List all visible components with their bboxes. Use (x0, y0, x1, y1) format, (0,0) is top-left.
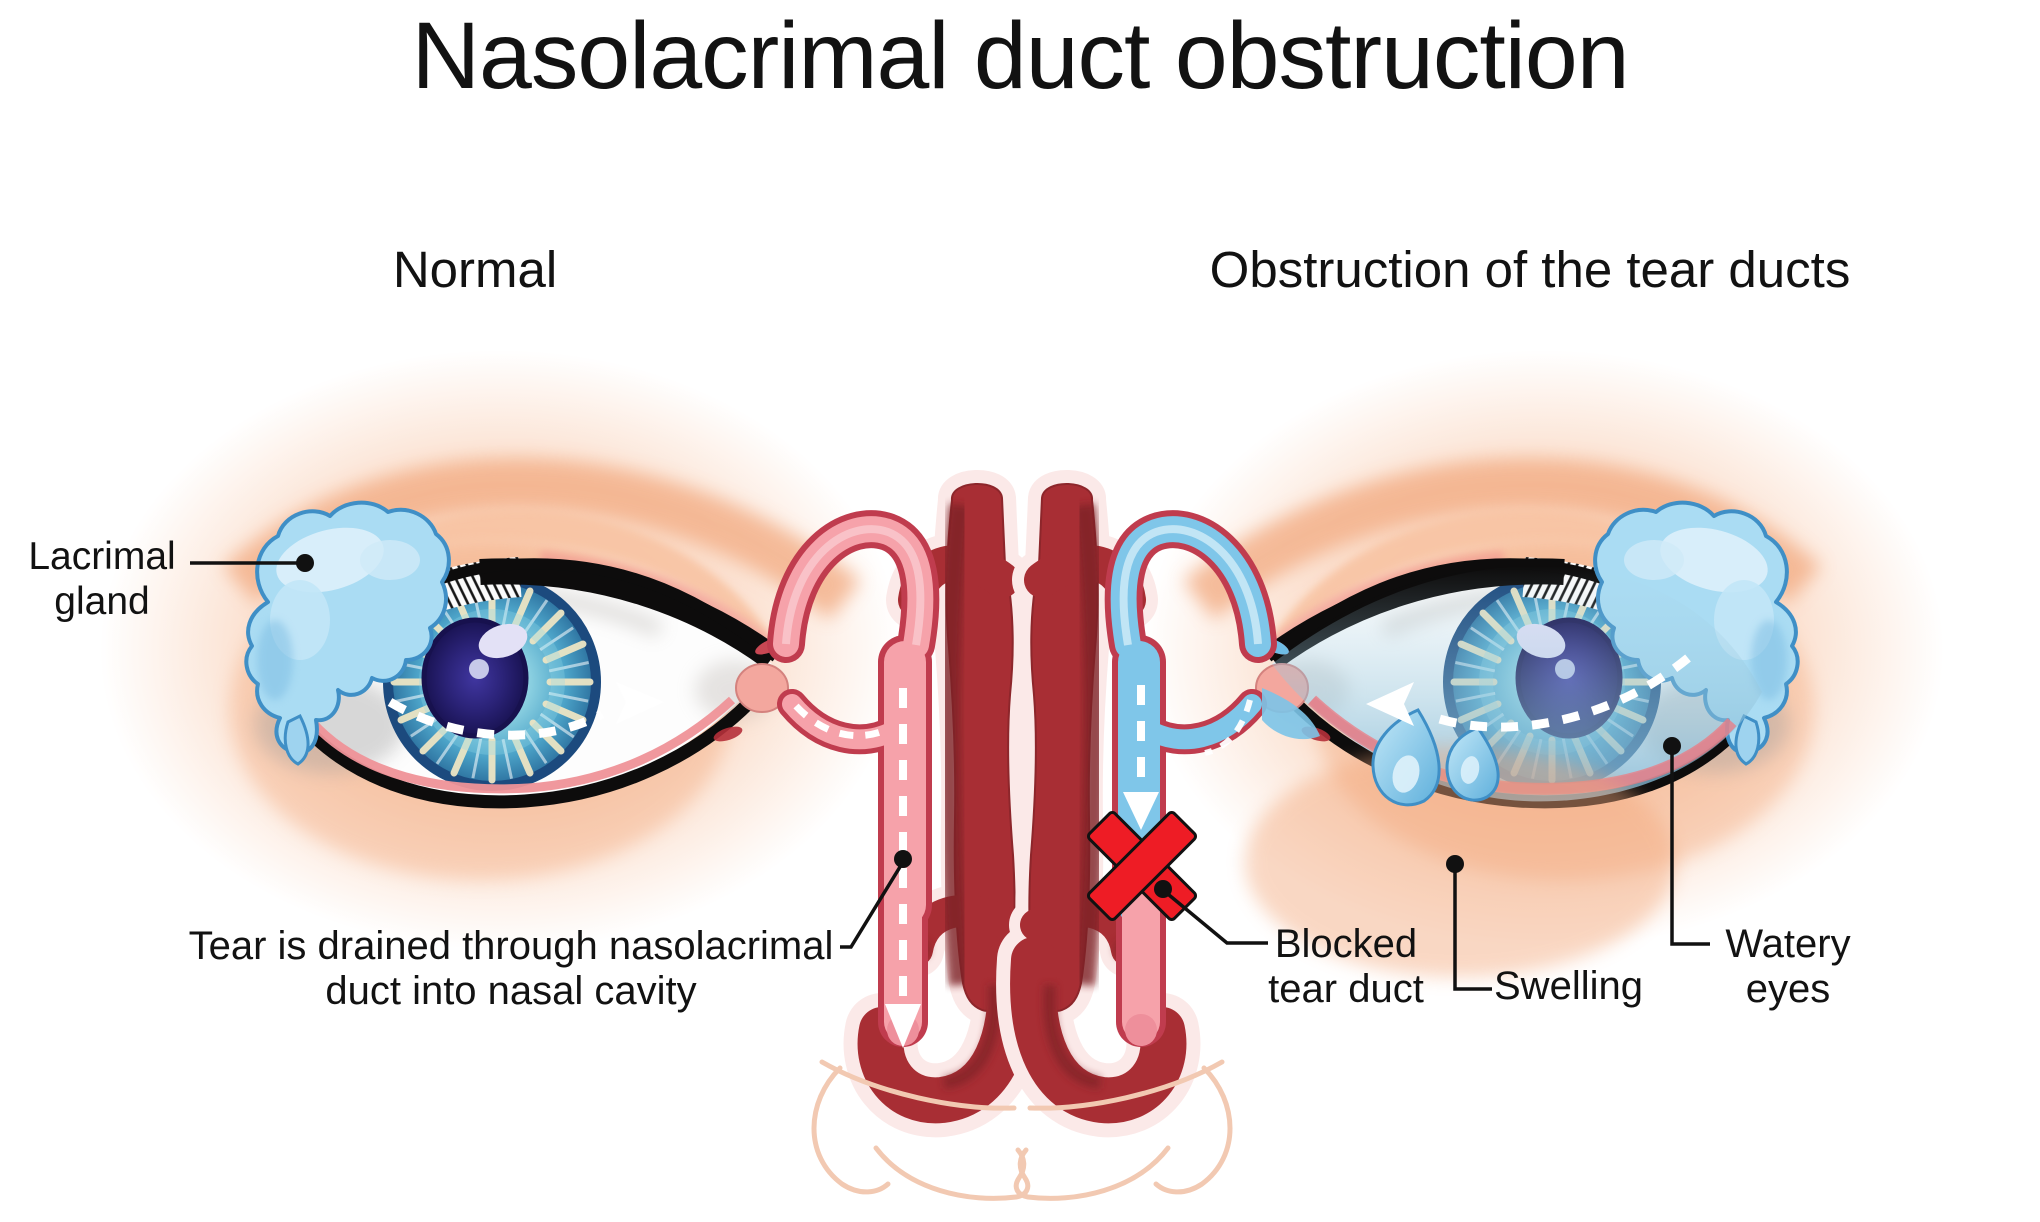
leader-watery (1670, 748, 1710, 946)
label-line: eyes (1745, 967, 1831, 1011)
leader-lines (190, 561, 1710, 991)
white-dashed-arrow-icon (793, 703, 892, 740)
flow-arrowhead-icon (885, 1004, 921, 1048)
label-lacrimal-gland: Lacrimal gland (14, 534, 190, 624)
label-swelling: Swelling (1494, 964, 1643, 1008)
label-line: Tear is drained through nasolacrimal (188, 924, 834, 968)
tear-duct-normal (786, 529, 921, 1048)
flow-arrowhead-icon (1123, 792, 1159, 830)
panel-label-normal: Normal (392, 241, 558, 298)
nasal-cavity (843, 484, 1164, 1100)
nose-outline (811, 1059, 1230, 1198)
label-line: Blocked (1274, 922, 1418, 966)
tear-flow-arrows (387, 654, 1691, 740)
label-line: duct into nasal cavity (325, 969, 697, 1013)
panel-label-obstruction: Obstruction of the tear ducts (1209, 241, 1851, 298)
label-drain: Tear is drained through nasolacrimal duc… (158, 924, 864, 1014)
leader-drain (840, 861, 905, 949)
leader-blocked (1161, 888, 1268, 945)
label-line: Lacrimal (28, 535, 176, 578)
leader-dots (296, 554, 1681, 898)
label-line: Watery (1725, 922, 1851, 966)
label-blocked-tear-duct: Blocked tear duct (1240, 922, 1452, 1012)
label-line: gland (54, 580, 150, 623)
tear-duct-blocked (1123, 529, 1258, 1046)
label-line: tear duct (1268, 967, 1424, 1011)
leader-swelling (1453, 866, 1492, 991)
flow-arrowhead-icon (616, 682, 664, 724)
page-title: Nasolacrimal duct obstruction (411, 3, 1629, 109)
flow-arrowhead-icon (1366, 682, 1414, 726)
label-watery-eyes: Watery eyes (1688, 922, 1888, 1012)
tear-drops (1262, 688, 1500, 807)
